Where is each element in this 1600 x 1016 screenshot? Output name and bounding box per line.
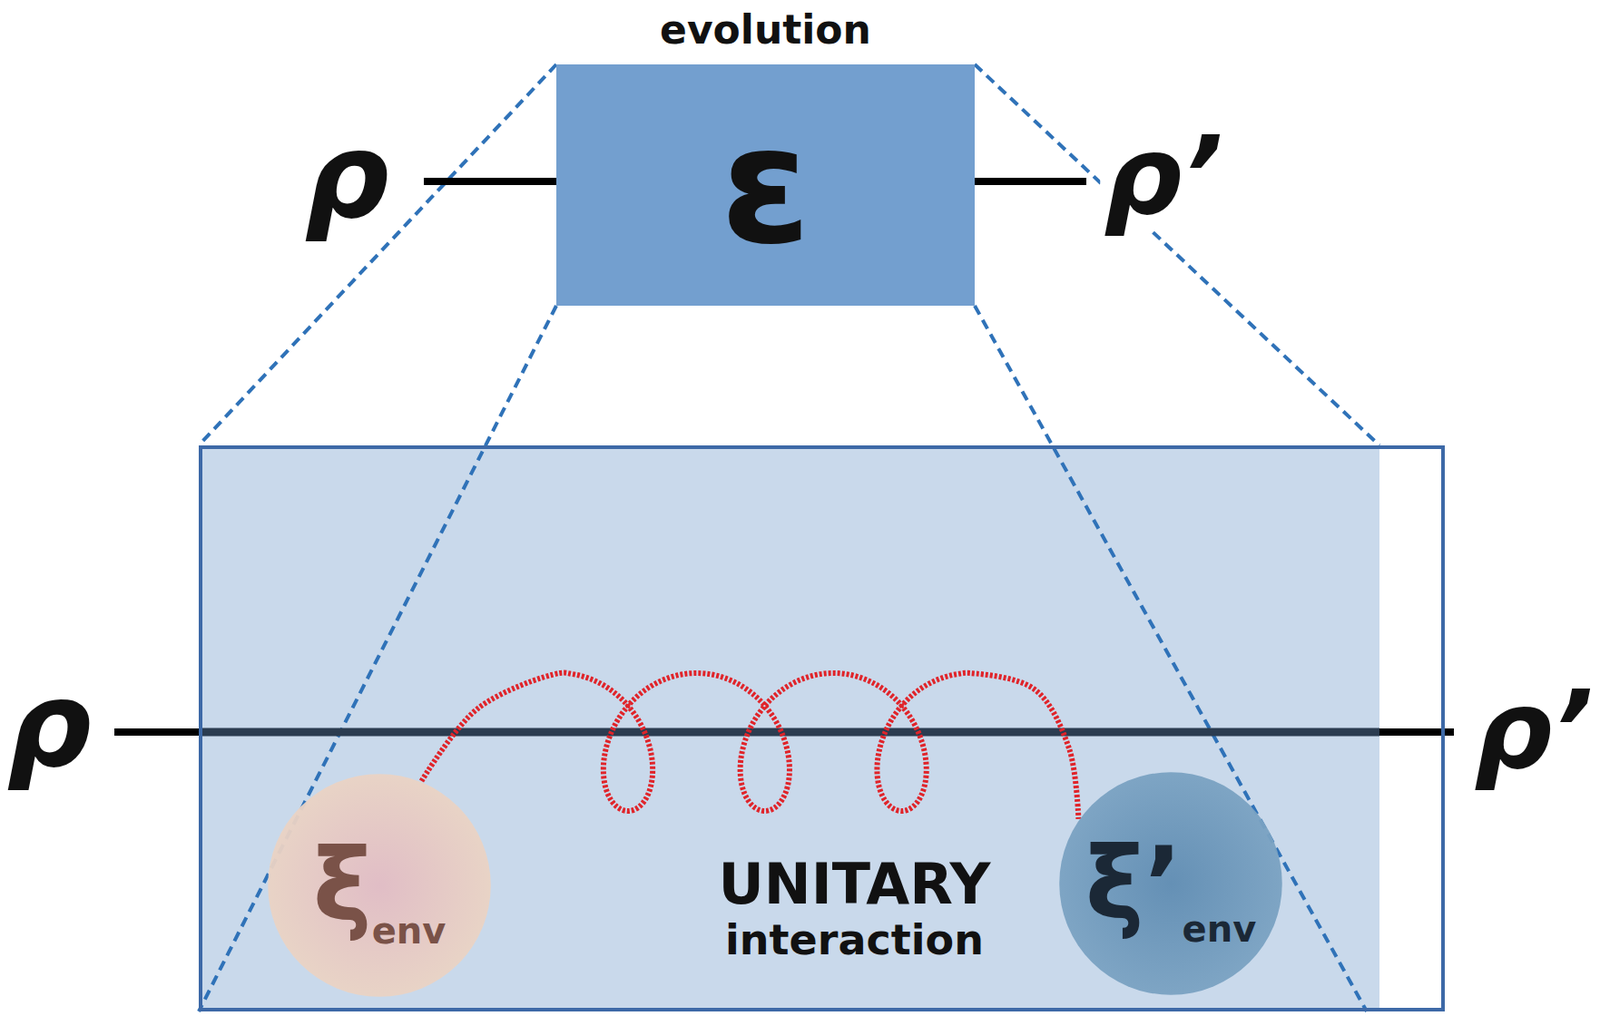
state-wire: [974, 177, 1087, 186]
channel-box: evolutionε: [556, 64, 975, 306]
environment-symbol: ξ’: [1085, 834, 1183, 934]
state-label: ρ: [2, 666, 95, 785]
state-label: ρ’: [1099, 121, 1227, 231]
box-subheading: interaction: [235, 916, 1474, 965]
channel-symbol: ε: [719, 103, 811, 267]
box-heading: UNITARY: [235, 852, 1474, 917]
state-wire: [114, 728, 199, 737]
subscript: env: [372, 912, 447, 950]
text-group: ξ’env: [1085, 834, 1257, 934]
unitary-box: ξenvξ’envUNITARYinteraction: [198, 445, 1445, 1012]
environment-disc: [267, 774, 491, 998]
zoom-line: [198, 64, 557, 446]
zoom-line: [974, 305, 1367, 1012]
interaction-spring: [421, 673, 1079, 820]
state-wire: [198, 728, 1380, 737]
environment-circle: ξ’env: [1058, 771, 1284, 997]
state-label: ρ’: [1470, 676, 1597, 786]
circle-shape: [266, 773, 492, 999]
box-heading: evolution: [659, 9, 872, 50]
zoom-line: [198, 305, 557, 1012]
subscript: env: [1182, 911, 1257, 948]
text-group: UNITARYinteraction: [235, 852, 1474, 965]
zoom-line: [974, 64, 1380, 446]
text-group: ξenv: [313, 835, 447, 936]
state-wire: [423, 177, 557, 186]
environment-disc: [1059, 772, 1283, 996]
state-label: ρ: [300, 117, 393, 236]
environment-symbol: ξ: [313, 835, 373, 936]
environment-circle: ξenv: [266, 773, 492, 999]
